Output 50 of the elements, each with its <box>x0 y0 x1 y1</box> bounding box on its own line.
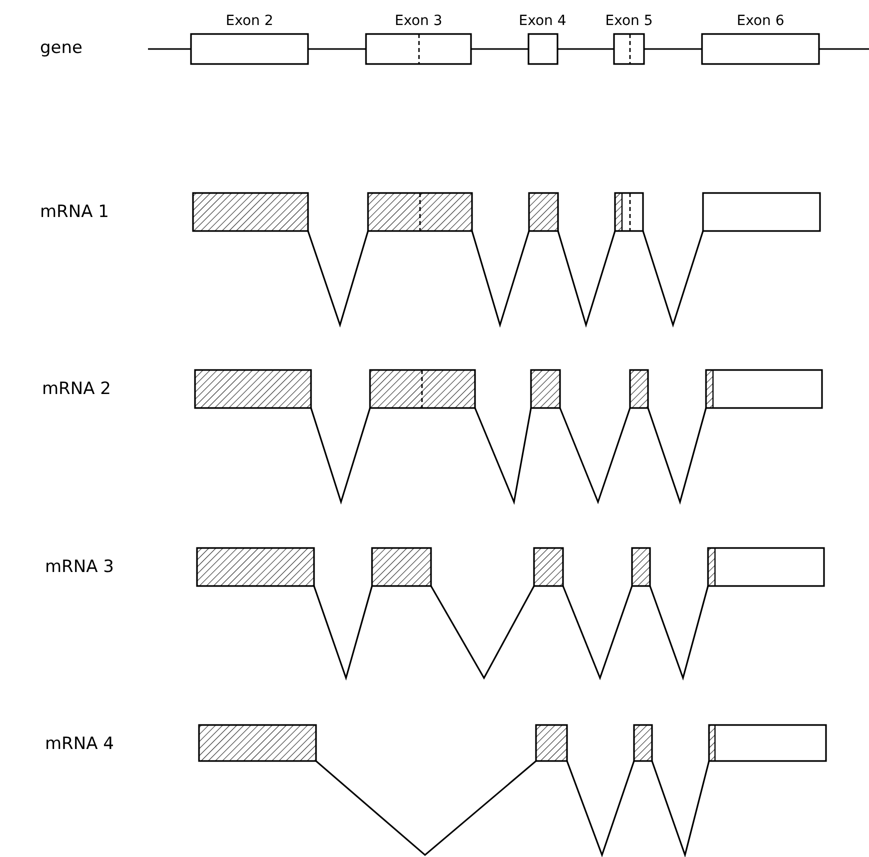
exon-box <box>369 369 476 409</box>
splice-line <box>430 586 535 680</box>
splice-line <box>471 230 530 328</box>
exon-label: Exon 4 <box>518 12 566 30</box>
exon-label: Exon 2 <box>226 12 274 30</box>
splice-line <box>307 230 369 328</box>
splice-line <box>313 586 373 681</box>
exon-box <box>702 192 821 232</box>
intron-line <box>644 48 702 50</box>
row-label: gene <box>40 38 82 58</box>
exon-box <box>631 547 651 587</box>
exon-label: Exon 6 <box>736 12 784 30</box>
exon-box <box>192 192 309 232</box>
exon-box <box>614 192 644 232</box>
splice-line <box>557 230 616 328</box>
row-label: mRNA 1 <box>40 202 109 222</box>
splice-line <box>559 408 631 504</box>
exon-box <box>194 369 312 409</box>
intron-line <box>557 48 614 50</box>
splice-line <box>562 586 633 680</box>
splice-line <box>474 408 532 505</box>
intron-line <box>308 48 366 50</box>
exon-box <box>371 547 432 587</box>
exon-box <box>528 192 559 232</box>
splice-line <box>310 408 371 505</box>
splice-line <box>651 760 710 857</box>
splice-line <box>566 760 635 857</box>
row-label: mRNA 3 <box>45 557 114 577</box>
exon-box <box>633 724 653 762</box>
exon-box <box>367 192 473 232</box>
exon-box <box>533 547 564 587</box>
row-label: mRNA 2 <box>42 379 111 399</box>
exon-box <box>705 369 823 409</box>
exon-box <box>196 547 315 587</box>
row-label: mRNA 4 <box>45 734 114 754</box>
exon-box <box>708 724 827 762</box>
exon-box <box>530 369 561 409</box>
splice-line <box>647 408 707 505</box>
splice-line <box>649 586 709 681</box>
splice-line <box>315 760 537 856</box>
intron-line <box>471 48 528 50</box>
intron-line <box>819 48 869 50</box>
exon-box <box>629 369 649 409</box>
intron-line <box>148 48 191 50</box>
exon-box <box>707 547 825 587</box>
exon-box <box>535 724 568 762</box>
splice-line <box>642 230 704 328</box>
exon-box <box>198 724 317 762</box>
exon-label: Exon 3 <box>394 12 442 30</box>
exon-label: Exon 5 <box>605 12 653 30</box>
